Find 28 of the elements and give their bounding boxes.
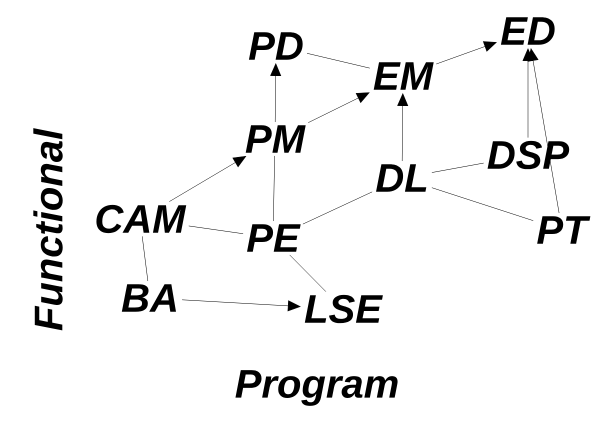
node-label: CAM bbox=[96, 204, 186, 234]
connector-line bbox=[432, 162, 484, 173]
node-label: PE bbox=[247, 224, 301, 252]
axis-label: Functional bbox=[33, 128, 63, 330]
node-label: DSP bbox=[488, 140, 570, 170]
connector-line bbox=[302, 192, 372, 224]
connector-line bbox=[188, 226, 244, 234]
node-label: DL bbox=[376, 164, 426, 192]
arrow bbox=[169, 156, 246, 202]
connector-line bbox=[306, 53, 370, 68]
node-label: LSE bbox=[304, 294, 383, 324]
node-label: ED bbox=[500, 17, 555, 45]
connector-line bbox=[142, 236, 148, 282]
arrow bbox=[182, 300, 301, 312]
arrow bbox=[397, 93, 408, 162]
connector-line bbox=[273, 156, 275, 222]
node-label: BA bbox=[122, 284, 176, 312]
node-label: EM bbox=[374, 62, 434, 90]
connector-line bbox=[432, 187, 534, 221]
node-label: PM bbox=[246, 125, 306, 153]
node-label: PD bbox=[248, 32, 303, 60]
connector-line bbox=[289, 254, 326, 292]
arrow bbox=[436, 41, 497, 64]
axis-label: Program bbox=[235, 370, 398, 406]
arrow bbox=[308, 92, 370, 123]
arrow bbox=[270, 63, 282, 122]
arrow bbox=[528, 48, 560, 214]
node-label: PT bbox=[537, 216, 590, 244]
